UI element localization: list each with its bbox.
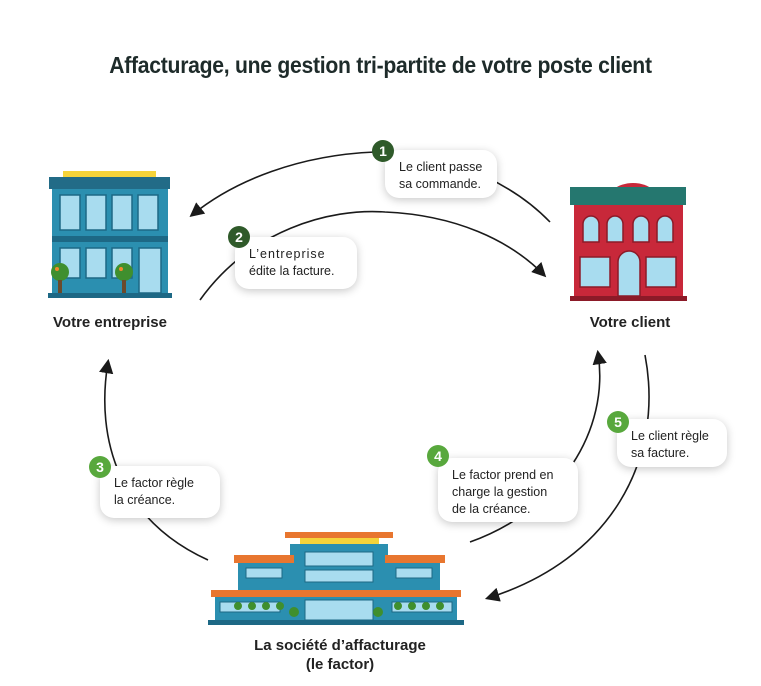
step-1-bubble: Le client passe sa commande. — [385, 150, 497, 198]
page-title: Affacturage, une gestion tri-partite de … — [109, 52, 652, 78]
step-4-badge: 4 — [427, 445, 449, 467]
arrow-client-pays — [484, 354, 650, 602]
step-4-line3: de la créance. — [452, 502, 531, 516]
step-5-badge: 5 — [607, 411, 629, 433]
entreprise-label: Votre entreprise — [53, 314, 167, 331]
step-3-line2: la créance. — [114, 493, 176, 507]
step-5-bubble: Le client règle sa facture. — [617, 419, 727, 467]
step-5-line1: Le client règle — [631, 429, 709, 443]
step-2-badge: 2 — [228, 226, 250, 248]
step-3-line1: Le factor règle — [114, 476, 194, 490]
step-5-line2: sa facture. — [631, 446, 690, 460]
client-label: Votre client — [589, 314, 671, 331]
step-4-bubble: Le factor prend en charge la gestion de … — [438, 458, 578, 522]
factor-label: La société d’affacturage (le factor) — [220, 636, 460, 674]
step-4-line2: charge la gestion — [452, 485, 548, 499]
step-4-line1: Le factor prend en — [452, 468, 554, 482]
step-2-bubble: L’entreprise édite la facture. — [235, 237, 357, 289]
step-3-bubble: Le factor règle la créance. — [100, 466, 220, 518]
step-1-line2: sa commande. — [399, 177, 481, 191]
step-1-line1: Le client passe — [399, 160, 483, 174]
step-2-line2: édite la facture. — [249, 264, 335, 278]
step-2-line1: L’entreprise — [249, 247, 326, 261]
factor-label-line2: (le factor) — [305, 656, 375, 673]
factor-label-line1: La société d’affacturage — [254, 637, 426, 654]
step-3-badge: 3 — [89, 456, 111, 478]
step-1-badge: 1 — [372, 140, 394, 162]
